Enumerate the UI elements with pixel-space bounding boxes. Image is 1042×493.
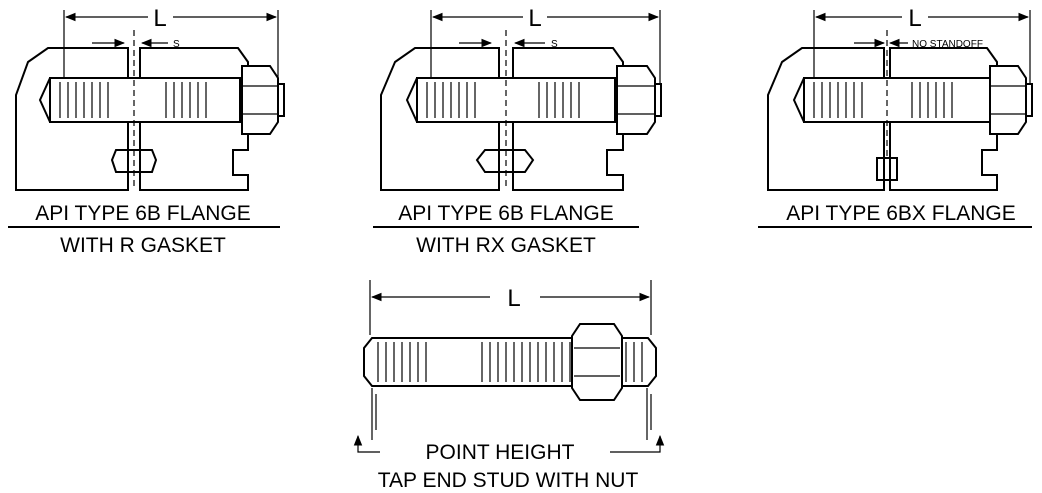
- thread-left: [377, 342, 427, 382]
- caption-line1: API TYPE 6B FLANGE: [35, 202, 251, 225]
- figure-6b-rx-gasket: L S API TYPE 6B FLANGE WITH RX GASKET: [373, 5, 662, 257]
- right-flange: [889, 47, 998, 191]
- length-label: L: [153, 5, 166, 32]
- nut: [241, 65, 279, 135]
- stud-body: [49, 77, 241, 123]
- ring-gasket: [110, 149, 158, 173]
- length-label: L: [908, 5, 921, 32]
- left-flange: [767, 47, 885, 191]
- length-label: L: [528, 5, 541, 32]
- figure-6b-r-gasket: L S API TYPE 6B FLANGE WITH R G: [8, 5, 285, 257]
- thread-left: [59, 82, 109, 118]
- thread-right: [165, 82, 207, 118]
- tap-end-stud: L POINT HEIGHT TAP END STUD WITH NUT: [353, 280, 665, 492]
- gap-label: NO STANDOFF: [912, 39, 983, 50]
- caption-line1: API TYPE 6BX FLANGE: [786, 202, 1016, 225]
- left-flange: [15, 47, 129, 191]
- rx-gasket: [475, 149, 535, 173]
- point-arrow-left: [353, 434, 380, 453]
- gap-label: S: [173, 39, 180, 50]
- nut: [616, 65, 656, 135]
- left-flange: [380, 47, 500, 191]
- right-flange: [139, 47, 249, 191]
- nut: [989, 65, 1027, 135]
- figure-6bx: L NO STANDOFF API TYPE 6BX FLANGE: [758, 5, 1033, 228]
- gap-label: S: [551, 39, 558, 50]
- nut: [571, 323, 623, 401]
- stud-tip: [38, 77, 51, 123]
- thread-right: [625, 342, 643, 382]
- caption-line1: API TYPE 6B FLANGE: [398, 202, 614, 225]
- stud-caption: TAP END STUD WITH NUT: [378, 469, 639, 492]
- thread-middle: [481, 342, 571, 382]
- caption-line2: WITH R GASKET: [60, 234, 226, 257]
- right-flange: [512, 47, 624, 191]
- point-height-label: POINT HEIGHT: [426, 441, 575, 464]
- caption-line2: WITH RX GASKET: [416, 234, 596, 257]
- point-arrow-right: [610, 434, 665, 453]
- bx-gasket: [876, 157, 898, 181]
- length-label: L: [507, 285, 520, 312]
